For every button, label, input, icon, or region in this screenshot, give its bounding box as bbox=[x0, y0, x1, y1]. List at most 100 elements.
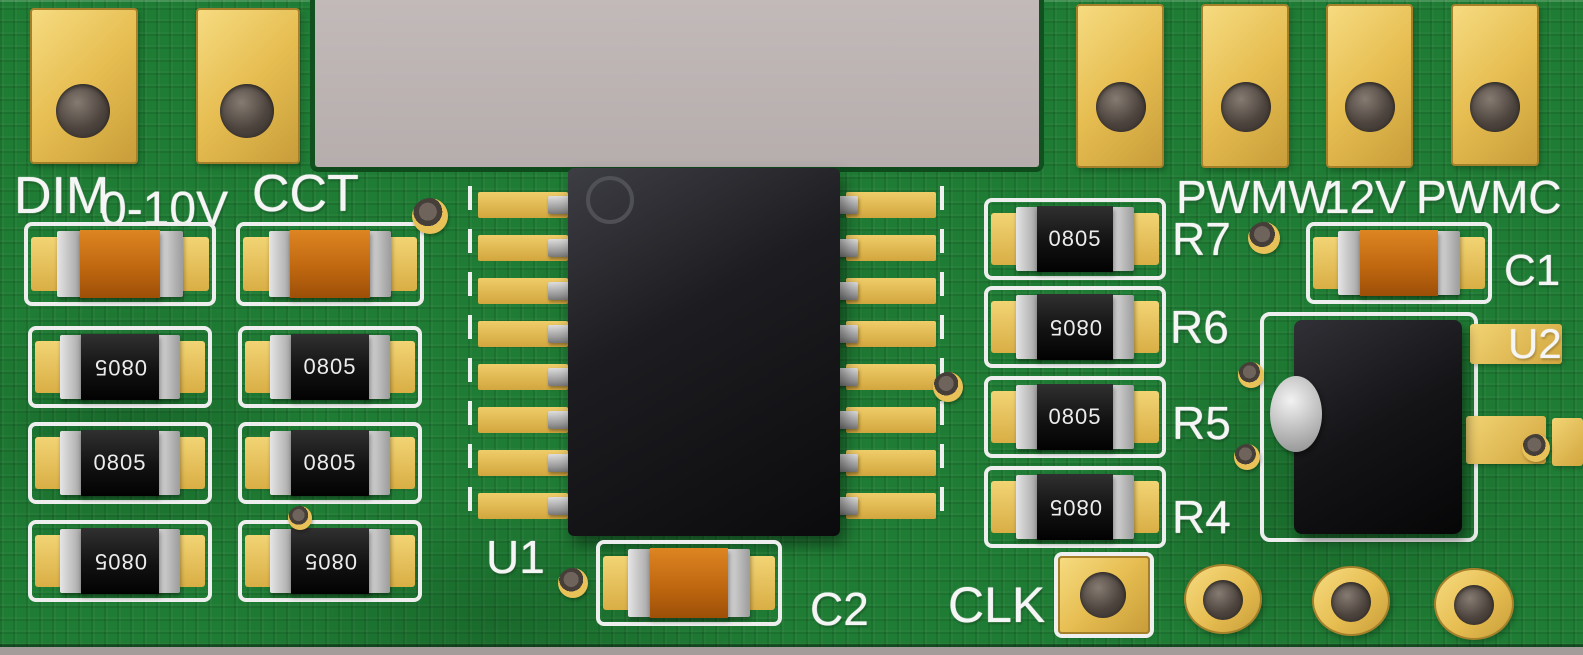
capacitor-footprint bbox=[24, 222, 216, 306]
marking-0805: 0805 bbox=[303, 449, 357, 475]
u2-lead-blob bbox=[1270, 376, 1322, 452]
smd-resistor-body: 0805 bbox=[291, 527, 369, 595]
via bbox=[288, 506, 312, 530]
via bbox=[1238, 362, 1264, 388]
oval-pad-hole bbox=[1454, 585, 1494, 625]
marking-0805: 0805 bbox=[1048, 225, 1102, 251]
smd-capacitor-body bbox=[79, 229, 161, 299]
via bbox=[1248, 222, 1280, 254]
pad-pwmw-hole bbox=[1096, 82, 1146, 132]
termination bbox=[155, 529, 180, 593]
via bbox=[1522, 434, 1550, 462]
termination bbox=[1338, 231, 1364, 295]
marking-0805: 0805 bbox=[1048, 314, 1102, 340]
ic-pad bbox=[846, 407, 936, 433]
ic-pad bbox=[846, 192, 936, 218]
ic-pad bbox=[846, 278, 936, 304]
termination bbox=[156, 231, 183, 297]
resistor-footprint: 0805 bbox=[28, 422, 212, 504]
marking-0805: 0805 bbox=[303, 353, 357, 379]
label-pwmc: PWMC bbox=[1416, 171, 1562, 223]
smd-resistor-body: 0805 bbox=[1036, 293, 1114, 361]
termination bbox=[155, 335, 180, 399]
transistor-u2-body bbox=[1294, 320, 1462, 534]
silkscreen-line bbox=[940, 186, 944, 530]
smd-resistor-body: 0805 bbox=[81, 333, 159, 401]
label-c2: C2 bbox=[810, 583, 869, 635]
ic-u1-body bbox=[568, 168, 840, 536]
pad-pwmc-hole bbox=[1345, 82, 1395, 132]
u2-pad bbox=[1552, 418, 1583, 466]
termination bbox=[1109, 385, 1135, 449]
termination bbox=[57, 231, 84, 297]
termination bbox=[1109, 207, 1135, 271]
resistor-r5-footprint: 0805 bbox=[984, 376, 1166, 458]
label-12v: 12V bbox=[1324, 171, 1406, 223]
pad-clk-hole bbox=[1080, 572, 1126, 618]
pad-extra-hole bbox=[1470, 82, 1520, 132]
smd-resistor-body: 0805 bbox=[81, 527, 159, 595]
marking-0805: 0805 bbox=[1048, 403, 1102, 429]
label-cct: CCT bbox=[252, 165, 359, 223]
smd-capacitor-body bbox=[1359, 229, 1439, 297]
label-clk: CLK bbox=[948, 577, 1046, 633]
label-pwmw: PWMW bbox=[1176, 171, 1332, 223]
resistor-footprint: 0805 bbox=[238, 422, 422, 504]
termination bbox=[1015, 385, 1041, 449]
board-edge-cutout bbox=[310, 0, 1044, 172]
pin1-marker-icon bbox=[586, 176, 634, 224]
resistor-r4-footprint: 0805 bbox=[984, 466, 1166, 548]
label-r6: R6 bbox=[1170, 301, 1229, 353]
ic-pad bbox=[846, 364, 936, 390]
resistor-footprint: 0805 bbox=[28, 326, 212, 408]
marking-0805: 0805 bbox=[93, 548, 147, 574]
resistor-footprint: 0805 bbox=[238, 326, 422, 408]
resistor-r6-footprint: 0805 bbox=[984, 286, 1166, 368]
smd-resistor-body: 0805 bbox=[1036, 383, 1114, 451]
oval-pad-hole bbox=[1203, 580, 1243, 620]
label-u2: U2 bbox=[1508, 320, 1562, 367]
via bbox=[1234, 444, 1260, 470]
termination bbox=[155, 431, 180, 495]
capacitor-footprint bbox=[236, 222, 424, 306]
oval-pad-hole bbox=[1331, 582, 1371, 622]
capacitor-c1-footprint bbox=[1306, 222, 1492, 304]
termination bbox=[270, 335, 295, 399]
smd-resistor-body: 0805 bbox=[1036, 473, 1114, 541]
pad-dim bbox=[30, 8, 138, 164]
pad-12v-hole bbox=[1221, 82, 1271, 132]
label-c1: C1 bbox=[1504, 246, 1561, 295]
termination bbox=[365, 431, 390, 495]
termination bbox=[60, 335, 85, 399]
label-u1: U1 bbox=[486, 531, 545, 583]
pad-dim-hole bbox=[56, 84, 110, 138]
termination bbox=[1109, 295, 1135, 359]
termination bbox=[1015, 295, 1041, 359]
smd-resistor-body: 0805 bbox=[291, 429, 369, 497]
resistor-r7-footprint: 0805 bbox=[984, 198, 1166, 280]
smd-capacitor-body bbox=[649, 547, 729, 619]
label-r5: R5 bbox=[1172, 397, 1231, 449]
termination bbox=[270, 431, 295, 495]
capacitor-c2-footprint bbox=[596, 540, 782, 626]
label-0-10v: 0-10V bbox=[100, 183, 229, 236]
termination bbox=[1109, 475, 1135, 539]
label-dim: DIM bbox=[14, 167, 110, 225]
ic-pad bbox=[846, 450, 936, 476]
ic-pad bbox=[846, 235, 936, 261]
termination bbox=[60, 431, 85, 495]
termination bbox=[268, 231, 294, 297]
smd-capacitor-body bbox=[290, 229, 370, 299]
silkscreen-line bbox=[468, 186, 472, 530]
termination bbox=[60, 529, 85, 593]
pad-0-10v-hole bbox=[220, 84, 274, 138]
termination bbox=[270, 529, 295, 593]
termination bbox=[1015, 207, 1041, 271]
smd-resistor-body: 0805 bbox=[81, 429, 159, 497]
termination bbox=[628, 549, 654, 617]
smd-resistor-body: 0805 bbox=[291, 333, 369, 401]
via bbox=[933, 372, 963, 402]
marking-0805: 0805 bbox=[303, 548, 357, 574]
via bbox=[558, 568, 588, 598]
